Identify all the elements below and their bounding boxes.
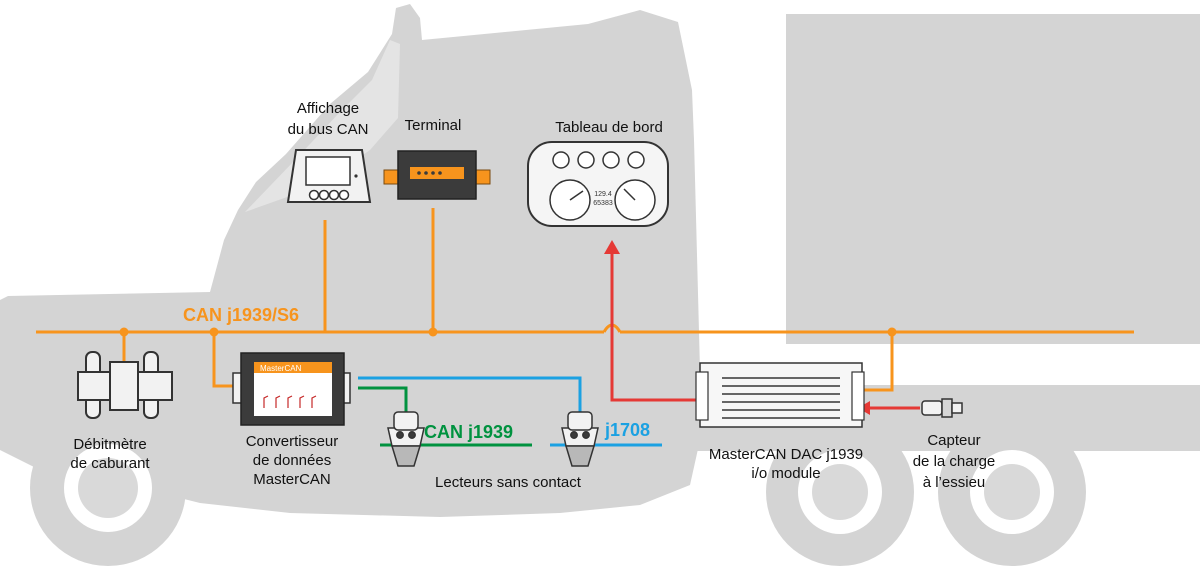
display-led [354,174,358,178]
dac-row-1 [722,377,840,379]
terminal-led-3 [431,171,435,175]
converter-brand: MasterCAN [260,364,302,373]
label-capteur-line2: de la charge [913,453,996,470]
label-debitmetre-line1: Débitmètre [73,436,146,453]
speedometer-needle [569,190,584,201]
signal-wiring [610,252,920,410]
display-button-4 [338,189,350,201]
dac-row-5 [722,409,840,411]
label-affichage-line2: du bus CAN [288,121,369,138]
small-gauge-4 [627,151,645,169]
converter-brand-bar [254,362,332,373]
contactless-reader-j1708 [561,411,599,467]
reader-can-eye-1 [396,431,404,439]
can-bus-wiring [36,208,1134,392]
label-dac-line1: MasterCAN DAC j1939 [709,446,863,463]
dac-row-3 [722,393,840,395]
rear-wheel-1-rim [812,464,868,520]
label-can-j1939: CAN j1939 [424,422,513,442]
truck-silhouette [0,4,1200,566]
label-terminal: Terminal [405,117,462,134]
terminal-display-strip [410,167,464,179]
converter-pin-2 [275,395,281,408]
converter-pin-1 [263,395,269,408]
mastercan-dac-module [695,362,865,428]
green-line [358,386,408,416]
label-can-bus: CAN j1939/S6 [183,305,299,325]
rear-wheel-2-rim [984,464,1040,520]
dashboard-arrow [604,240,620,254]
dac-ear-left [695,371,709,421]
converter-pin-4 [299,395,305,408]
reader-j1708-stem [564,445,596,467]
reader-can-stem [390,445,422,467]
dac-terminal-rows [722,377,840,419]
display-button-2 [318,189,330,201]
sensor-body [921,400,943,416]
blue-line [358,376,582,416]
converter-pin-5 [311,395,317,408]
junction-converter [209,327,219,337]
label-lecteurs: Lecteurs sans contact [435,474,582,491]
terminal-led-1 [417,171,421,175]
front-wheel-rim [78,458,138,518]
small-gauge-2 [577,151,595,169]
label-debitmetre-line2: de caburant [70,455,150,472]
dac-ear-right [851,371,865,421]
reader-j1708-eye-1 [570,431,578,439]
contactless-reader-can [387,411,425,467]
sensor-nut [941,398,953,418]
label-capteur-line1: Capteur [927,432,980,449]
converter-pins [263,395,317,408]
display-button-1 [308,189,320,201]
wheel-rims [78,458,1040,520]
sensor-tip [951,402,963,414]
display-button-3 [328,189,340,201]
label-tableau: Tableau de bord [555,119,663,136]
small-gauge-1 [552,151,570,169]
bus-junctions [119,327,897,337]
dac-row-4 [722,401,840,403]
cab-body [0,4,700,517]
dac-row-6 [722,417,840,419]
flowmeter-core [109,361,139,411]
reader-j1708-head [567,411,593,431]
junction-flowmeter [119,327,129,337]
label-dac-line2: i/o module [751,465,820,482]
label-convertisseur-line2: de données [253,452,331,469]
dac-row-2 [722,385,840,387]
label-convertisseur-line1: Convertisseur [246,433,339,450]
reader-can-eye-2 [408,431,416,439]
can-bus-display-device [286,149,372,203]
tachometer-needle [623,188,636,201]
reader-j1708-eye-2 [582,431,590,439]
dashboard-device: 129.4 65383 [527,141,669,227]
mastercan-converter-device: MasterCAN [232,352,351,426]
converter-pin-3 [287,395,293,408]
dac-feed [862,332,894,392]
odometer-line2: 65383 [593,200,613,207]
dac-to-dashboard [610,252,700,402]
fuel-flowmeter-device [77,351,173,419]
axle-load-sensor [921,398,963,418]
junction-terminal [428,327,438,337]
terminal-device [383,150,491,200]
label-capteur-line3: à l’essieu [923,474,986,491]
label-convertisseur-line3: MasterCAN [253,471,331,488]
junction-dac [887,327,897,337]
small-gauge-3 [602,151,620,169]
terminal-led-4 [438,171,442,175]
terminal-led-2 [424,171,428,175]
odometer-line1: 129.4 [594,191,612,198]
reader-can-head [393,411,419,431]
display-screen [305,156,351,186]
converter-feed [212,332,240,388]
label-affichage-line1: Affichage [297,100,359,117]
trailer-body [786,14,1200,344]
label-j1708: j1708 [604,420,650,440]
